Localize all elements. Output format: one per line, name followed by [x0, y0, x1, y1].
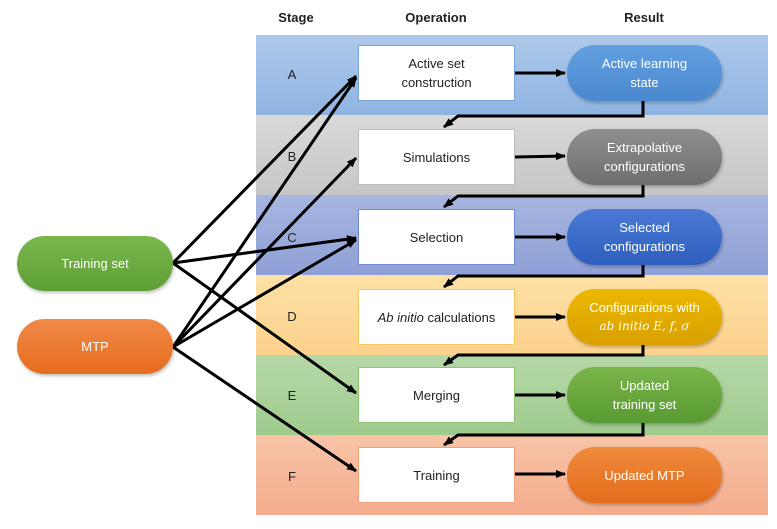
result-selected-configurations[interactable]: Selected configurations	[567, 209, 722, 265]
stage-label-a: A	[287, 67, 297, 82]
result-active-learning-state[interactable]: Active learning state	[567, 45, 722, 101]
operation-label: Merging	[413, 387, 460, 403]
operation-label: Active set construction	[401, 56, 472, 90]
header-result: Result	[624, 10, 664, 25]
operation-label: calculations	[423, 309, 496, 325]
operation-ab-initio-calculations[interactable]: Ab initio calculations	[358, 289, 515, 345]
stage-label-f: F	[288, 469, 296, 484]
result-label: Updated MTP	[604, 467, 685, 483]
result-updated-training-set[interactable]: Updated training set	[567, 367, 722, 423]
source-label: MTP	[81, 339, 109, 354]
stage-label-d: D	[287, 309, 297, 324]
result-configurations-with-ab-initio[interactable]: Configurations with ab initio E, f, σ	[567, 289, 722, 345]
operation-active-set-construction[interactable]: Active set construction	[358, 45, 515, 101]
result-label: Active learning state	[601, 56, 688, 90]
operation-label: Training	[413, 467, 460, 483]
operation-simulations[interactable]: Simulations	[358, 129, 515, 185]
result-label-line1: Configurations with	[589, 300, 700, 315]
source-label: Training set	[61, 256, 129, 271]
result-extrapolative-configurations[interactable]: Extrapolative configurations	[567, 129, 722, 185]
operation-training[interactable]: Training	[358, 447, 515, 503]
operation-merging[interactable]: Merging	[358, 367, 515, 423]
result-updated-mtp[interactable]: Updated MTP	[567, 447, 722, 503]
operation-label: Simulations	[402, 149, 471, 165]
result-label: Selected configurations	[604, 220, 685, 254]
operation-selection[interactable]: Selection	[358, 209, 515, 265]
result-label: Updated training set	[612, 378, 677, 412]
result-label: Extrapolative configurations	[604, 140, 685, 174]
operation-label-italic: Ab initio	[377, 309, 424, 325]
operation-label: Selection	[409, 229, 464, 245]
header-operation: Operation	[405, 10, 467, 25]
source-training-set[interactable]: Training set	[17, 236, 173, 291]
header-stage: Stage	[278, 10, 314, 25]
stage-label-c: C	[287, 230, 297, 245]
stage-label-e: E	[287, 388, 297, 403]
source-mtp[interactable]: MTP	[17, 319, 173, 374]
result-label-line2: ab initio E, f, σ	[599, 319, 690, 333]
stage-label-b: B	[287, 149, 297, 164]
